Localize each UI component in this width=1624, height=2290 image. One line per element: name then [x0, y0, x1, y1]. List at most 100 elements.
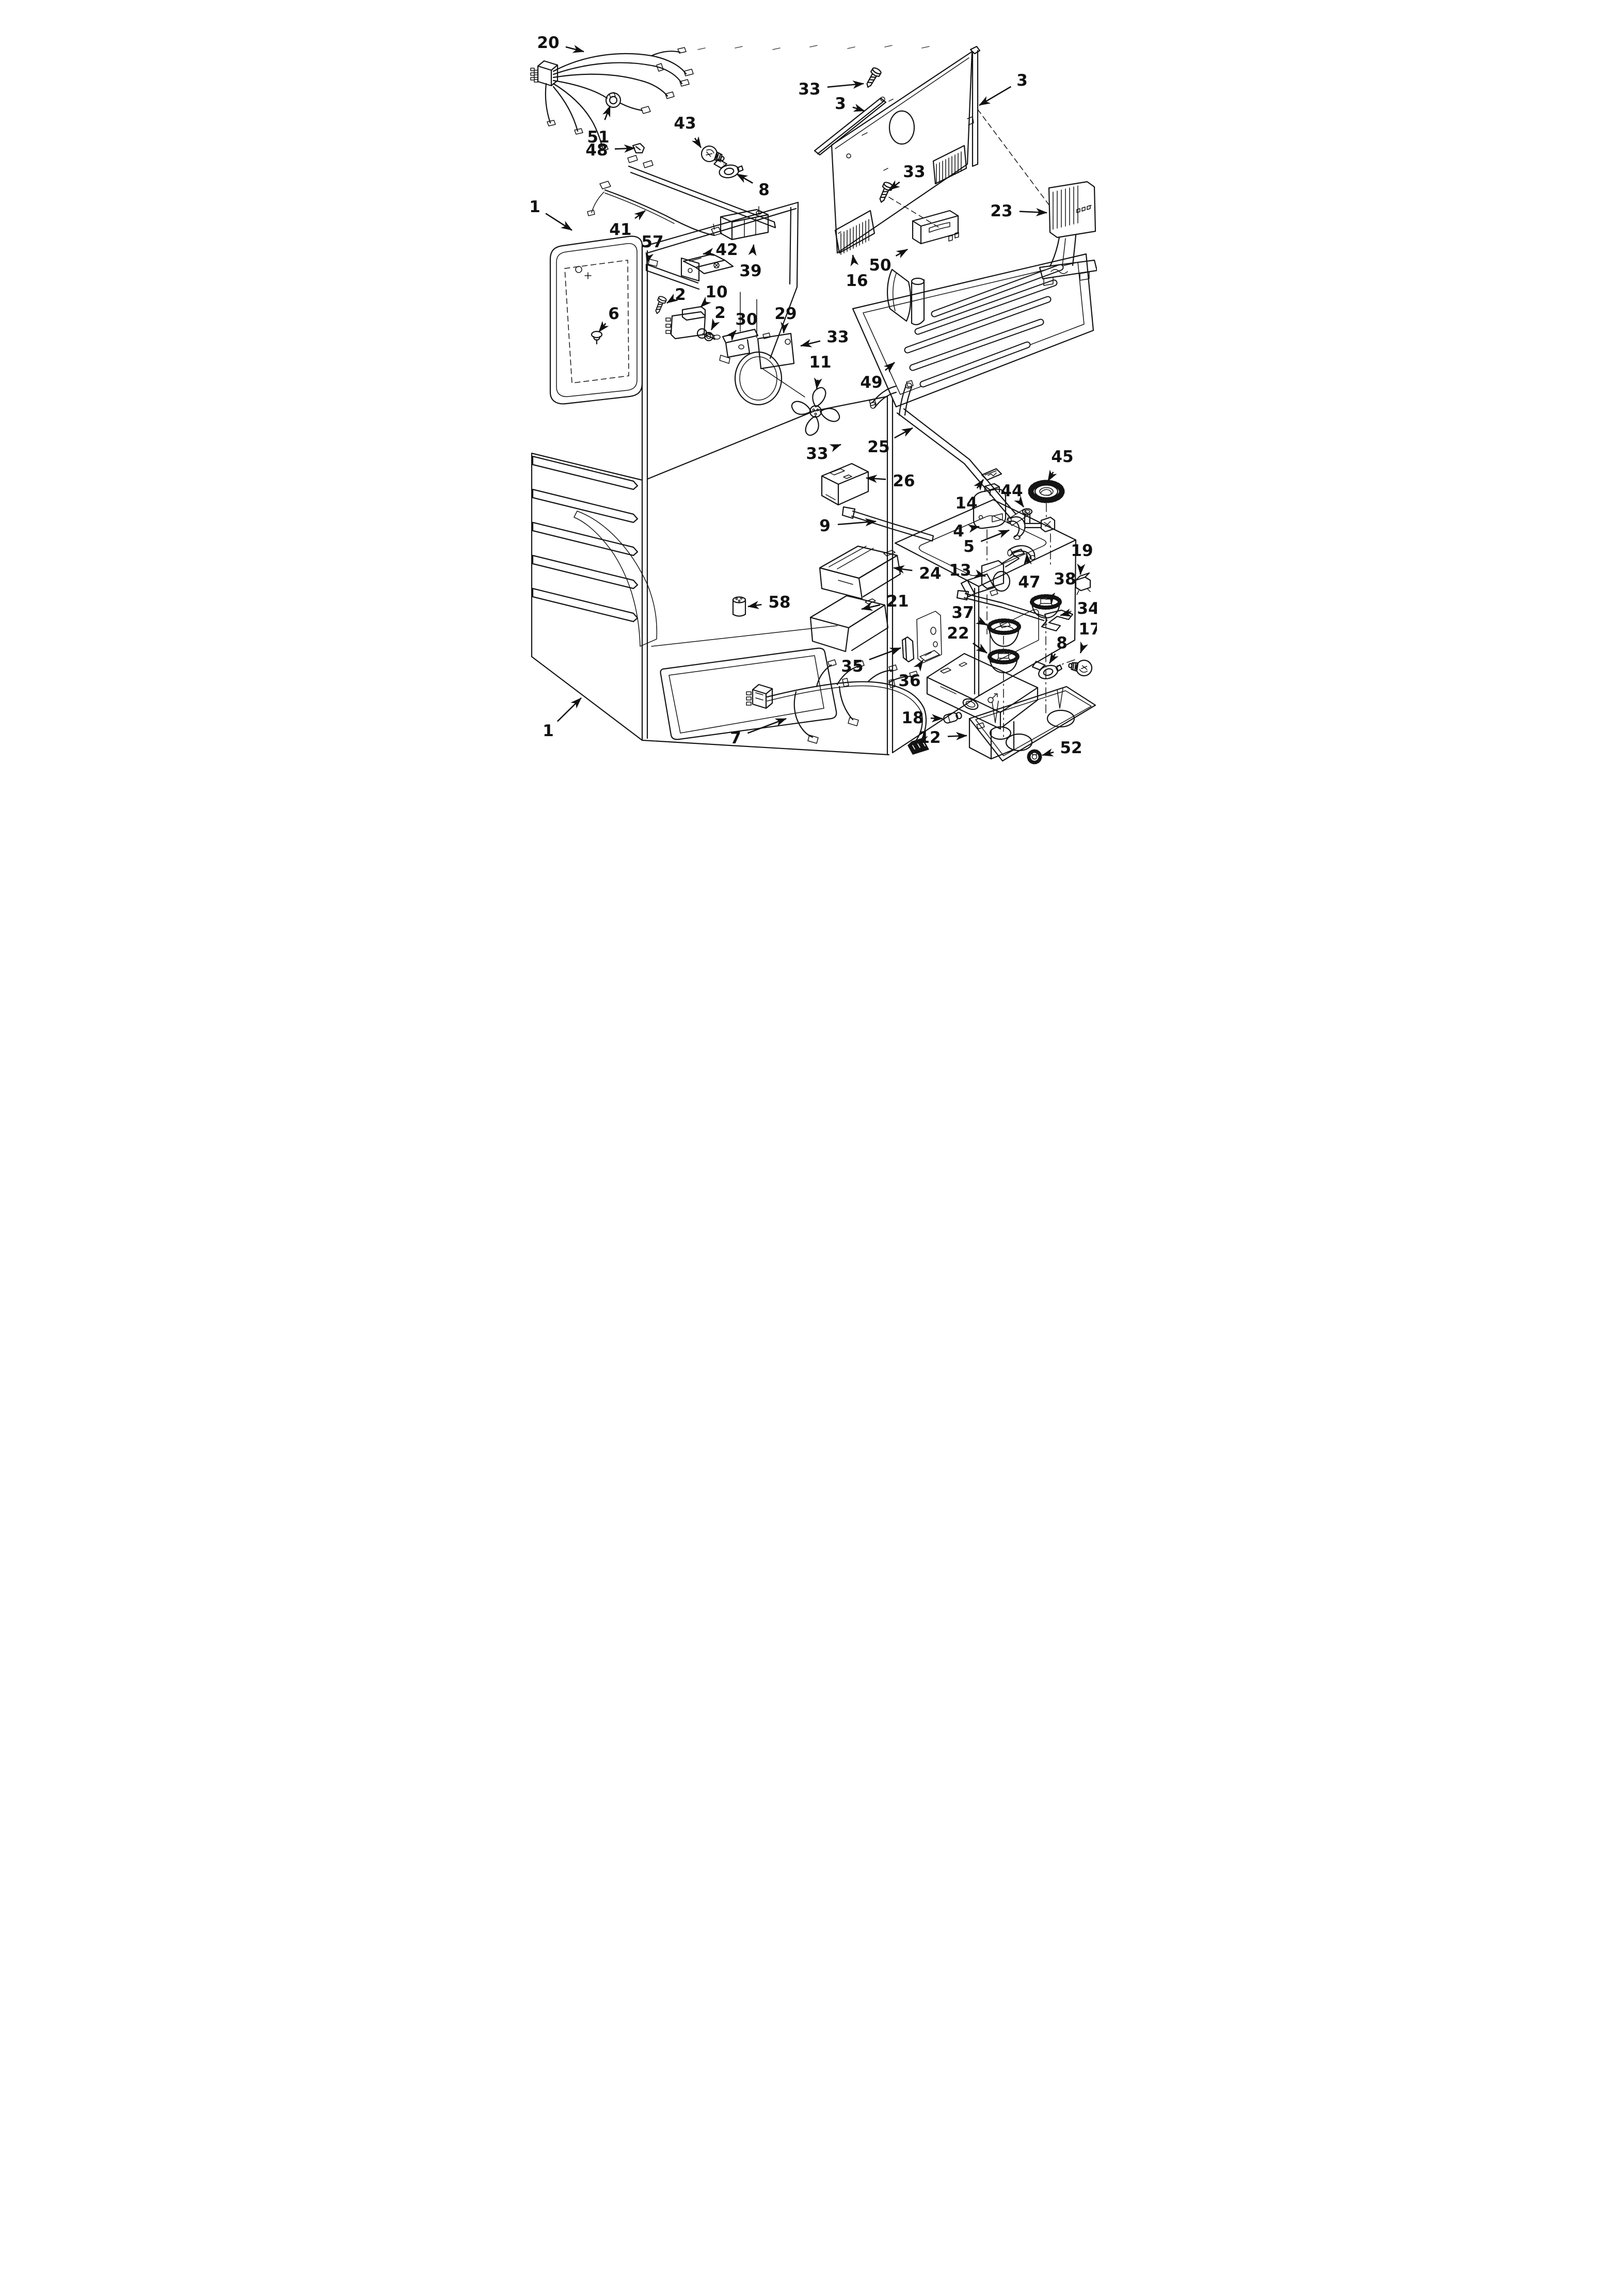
support-bracket-25 [868, 380, 1029, 526]
part-number: 3 [835, 94, 846, 113]
part-number: 41 [609, 220, 631, 239]
light-bulb-43 [698, 143, 727, 167]
leader-arrow [978, 86, 1011, 106]
part-number: 58 [768, 593, 790, 612]
part-number: 30 [735, 310, 757, 329]
callout-12: 12 [918, 728, 967, 747]
callout-9: 9 [819, 517, 877, 535]
leader-arrow [861, 602, 880, 611]
callout-39: 39 [739, 244, 761, 280]
callout-33: 33 [800, 328, 849, 347]
callout-49: 49 [860, 362, 895, 392]
screw-33a [863, 66, 882, 90]
drain-pan-49 [852, 253, 1094, 408]
trim-strip-right-3 [969, 45, 980, 167]
leader-arrow [691, 136, 702, 148]
cam-cup-37 [986, 618, 1021, 647]
part-number: 26 [893, 472, 915, 490]
leader-arrow [545, 213, 572, 231]
shelf-rail [627, 155, 776, 229]
cabinet-front-edge [641, 245, 648, 741]
leader-arrow [967, 524, 980, 533]
callout-4: 4 [953, 522, 980, 540]
part-number: 29 [774, 305, 797, 323]
part-number: 14 [955, 494, 977, 513]
lamp-socket-51 [605, 92, 621, 108]
callout-36: 36 [898, 660, 924, 690]
callout-8: 8 [1048, 634, 1067, 664]
callout-26: 26 [865, 472, 915, 490]
wire-clip-48 [632, 142, 645, 154]
main-liner [531, 395, 1076, 756]
callout-11: 11 [809, 353, 831, 389]
leader-arrow [893, 565, 913, 574]
orifice-plate-29 [757, 332, 794, 370]
leader-arrow [736, 173, 753, 184]
part-number: 5 [963, 537, 975, 556]
callout-18: 18 [901, 709, 943, 727]
freezer-liner [549, 201, 799, 405]
part-number: 6 [608, 305, 619, 323]
leader-arrow [814, 377, 822, 389]
callout-23: 23 [990, 202, 1047, 220]
callout-16: 16 [846, 255, 868, 290]
page-edge-ticks [697, 45, 930, 50]
part-number: 42 [715, 241, 738, 259]
part-number: 23 [990, 202, 1012, 220]
leader-arrow [800, 339, 820, 347]
leader-arrow [883, 362, 895, 373]
defrost-wire-41 [586, 181, 722, 236]
part-number: 20 [537, 34, 559, 52]
part-number: 38 [1054, 570, 1076, 589]
leader-arrow [565, 44, 584, 53]
crank-shaft-44 [1022, 508, 1055, 533]
shield-plate-42 [682, 253, 734, 275]
part-number: 17 [1078, 620, 1097, 639]
part-number: 1 [543, 722, 554, 740]
part-number: 1 [529, 198, 540, 216]
ice-guide-39 [720, 206, 769, 241]
control-box-26 [821, 463, 869, 506]
callout-24: 24 [893, 564, 941, 583]
part-number: 11 [809, 353, 831, 372]
callout-13: 13 [949, 561, 986, 580]
leader-arrow [747, 601, 762, 609]
warning-label-14 [981, 468, 1002, 481]
part-number: 2 [675, 285, 686, 304]
part-number: 13 [949, 561, 971, 580]
leader-arrow [1023, 553, 1032, 565]
callout-3: 3 [978, 71, 1028, 106]
leader-arrow [1013, 496, 1024, 507]
leader-arrow [974, 569, 986, 578]
leader-arrow [725, 330, 737, 341]
gear-cup-38 [1032, 596, 1060, 618]
callout-52: 52 [1041, 739, 1082, 757]
part-number: 45 [1051, 448, 1073, 466]
bulb-axis [715, 158, 724, 165]
part-number: 34 [1077, 599, 1097, 618]
callout-19: 19 [1071, 542, 1093, 575]
part-number: 4 [953, 522, 964, 540]
part-number: 8 [758, 181, 770, 199]
part-number: 12 [918, 728, 941, 747]
leader-arrow [598, 321, 609, 332]
nut-2b [702, 331, 715, 342]
leader-arrow [980, 529, 1010, 542]
part-number: 47 [1018, 573, 1040, 592]
wire-harness-bottom [745, 659, 929, 755]
callout-22: 22 [947, 624, 988, 654]
callout-57: 57 [641, 233, 663, 264]
leader-arrow [1041, 748, 1054, 757]
part-number: 3 [1016, 71, 1028, 90]
trim-strip-left-3 [814, 97, 886, 156]
part-number: 25 [867, 438, 889, 456]
callout-6: 6 [598, 305, 619, 332]
screw-33b [875, 181, 894, 205]
callout-2: 2 [666, 285, 686, 304]
side-plate [916, 611, 942, 663]
base-housing-12 [968, 686, 1096, 762]
callout-1: 1 [529, 198, 572, 231]
callout-33: 33 [888, 163, 925, 191]
part-number: 44 [1000, 482, 1023, 500]
